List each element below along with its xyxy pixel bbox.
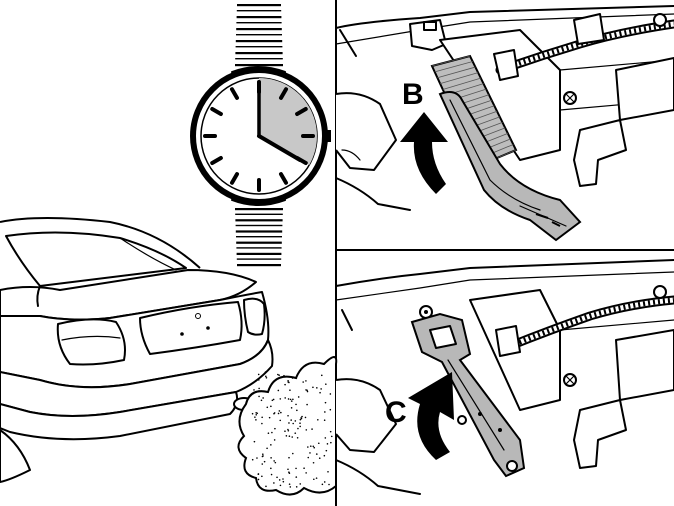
callout-label-c: C [385, 396, 407, 429]
callout-label-b: B [402, 78, 424, 111]
cabin-filter-removal-illustration [335, 5, 674, 242]
watch-strap-top [235, 4, 283, 67]
wristwatch-icon [190, 4, 331, 267]
hour-hand [257, 134, 302, 162]
exhaust-cloud-stipple [251, 371, 333, 488]
curved-arrow-c [408, 372, 454, 460]
filter-cover [410, 312, 526, 478]
exhaust-cloud [237, 356, 338, 496]
watch-strap-bottom [235, 208, 283, 267]
curved-arrow-b [400, 112, 448, 194]
filter-tab [438, 91, 582, 242]
filter-cover-removal-illustration [335, 259, 674, 495]
car-rear-exhaust-illustration [0, 217, 338, 496]
